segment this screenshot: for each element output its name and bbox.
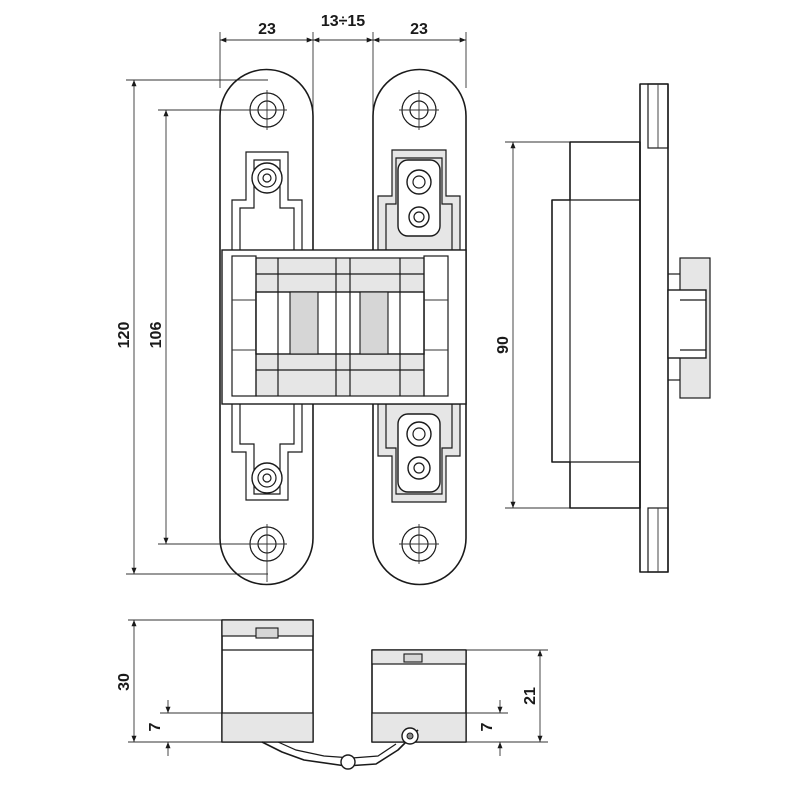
bottom-view-dimension-lines bbox=[128, 619, 548, 756]
height-total-label: 120 bbox=[116, 322, 133, 349]
hinge-bottom-view bbox=[221, 619, 467, 770]
depth-right-label: 21 bbox=[522, 687, 539, 705]
width-right-label: 23 bbox=[410, 21, 428, 38]
left-mounting-plate bbox=[219, 68, 314, 586]
hinge-mechanism bbox=[221, 249, 467, 405]
right-mounting-plate bbox=[372, 68, 467, 586]
hinge-side-view bbox=[551, 83, 711, 573]
height-holes-label: 106 bbox=[148, 322, 165, 349]
gap-label: 13÷15 bbox=[321, 13, 365, 30]
width-left-label: 23 bbox=[258, 21, 276, 38]
offset-left-label: 7 bbox=[147, 722, 164, 731]
offset-right-label: 7 bbox=[479, 722, 496, 731]
side-view-dimension bbox=[505, 141, 572, 509]
depth-left-label: 30 bbox=[116, 673, 133, 691]
height-side-label: 90 bbox=[495, 336, 512, 354]
